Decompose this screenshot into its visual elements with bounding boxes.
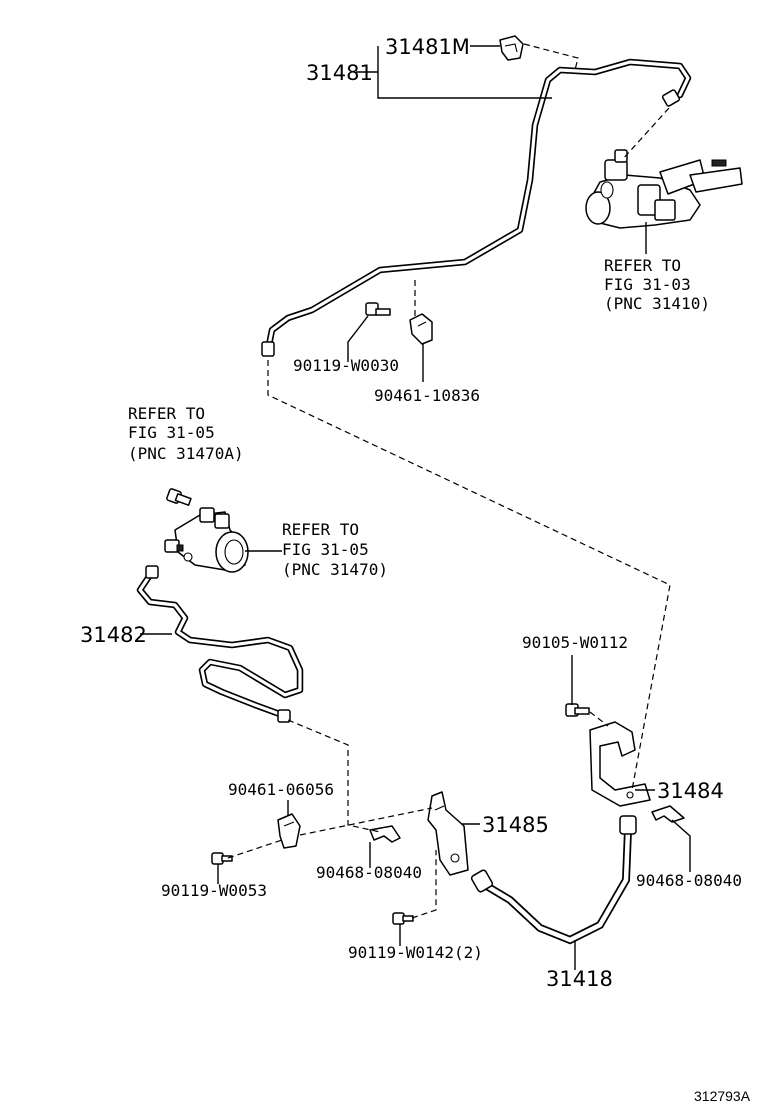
clutch-tube-31482[interactable] — [136, 565, 304, 723]
label-90461-06056: 90461-06056 — [228, 780, 334, 799]
label-90119-W0142: 90119-W0142(2) — [348, 943, 483, 962]
ref-release-line3: (PNC 31470) — [282, 560, 388, 579]
clip-31481M[interactable] — [499, 35, 524, 61]
bolt-90119-W0030[interactable] — [365, 302, 391, 316]
flexible-hose-31418[interactable] — [470, 815, 637, 945]
clip-90461-06056[interactable] — [277, 813, 301, 849]
ref-master-line3: (PNC 31410) — [604, 294, 710, 313]
label-31418: 31418 — [546, 967, 613, 991]
label-90468-08040-left: 90468-08040 — [316, 863, 422, 882]
ref-bleeder-line1: REFER TO — [128, 404, 205, 423]
assembly-dashed-lines — [227, 43, 671, 919]
bolt-90119-W0142[interactable] — [392, 912, 414, 925]
label-31482: 31482 — [80, 623, 147, 647]
label-90105-W0112: 90105-W0112 — [522, 633, 628, 652]
label-31481: 31481 — [306, 61, 373, 85]
clutch-tube-31481[interactable] — [261, 58, 692, 357]
bleeder-plug-31470A[interactable] — [166, 488, 192, 506]
clutch-release-cylinder[interactable] — [164, 507, 249, 573]
bracket-31484[interactable] — [589, 721, 651, 807]
ref-release-line2: FIG 31-05 — [282, 540, 369, 559]
ref-master-line2: FIG 31-03 — [604, 275, 691, 294]
figure-id: 312793A — [694, 1088, 751, 1104]
label-31484: 31484 — [657, 779, 724, 803]
ref-master-line1: REFER TO — [604, 256, 681, 275]
clip-90468-08040-left[interactable] — [369, 825, 401, 843]
ref-bleeder-line2: FIG 31-05 — [128, 423, 215, 442]
label-90461-10836: 90461-10836 — [374, 386, 480, 405]
label-90468-08040-right: 90468-08040 — [636, 871, 742, 890]
clip-90461-10836[interactable] — [409, 313, 433, 345]
ref-bleeder-line3: (PNC 31470A) — [128, 444, 244, 463]
bolt-90119-W0053[interactable] — [211, 852, 233, 865]
clip-90468-08040-right[interactable] — [651, 805, 685, 823]
bracket-31485[interactable] — [427, 791, 469, 876]
ref-release-line1: REFER TO — [282, 520, 359, 539]
label-31485: 31485 — [482, 813, 549, 837]
label-31481M: 31481M — [385, 35, 470, 59]
clutch-master-cylinder[interactable] — [585, 149, 743, 229]
bolt-90105-W0112[interactable] — [565, 703, 590, 717]
label-90119-W0030: 90119-W0030 — [293, 356, 399, 375]
leader-lines — [140, 45, 691, 970]
label-90119-W0053: 90119-W0053 — [161, 881, 267, 900]
